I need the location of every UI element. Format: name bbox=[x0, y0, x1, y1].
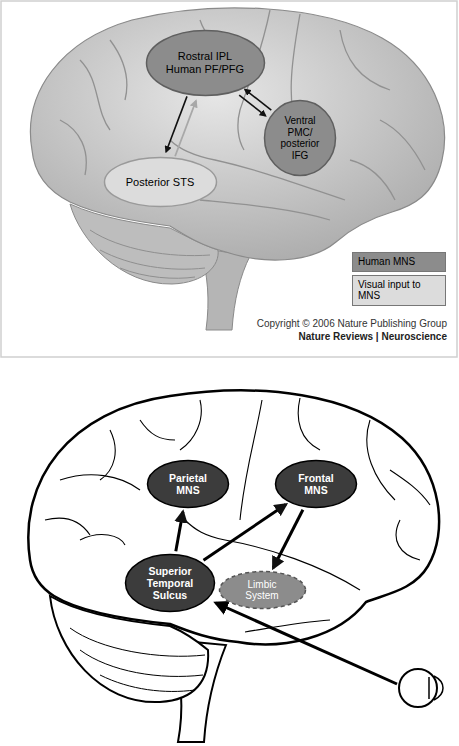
node-text-box: Frontal MNS bbox=[286, 472, 346, 496]
connector-arrow bbox=[204, 505, 286, 561]
copyright-note: Copyright © 2006 Nature Publishing Group bbox=[257, 318, 447, 329]
cerebrum bbox=[28, 390, 439, 644]
visual-input-region: Posterior STS bbox=[103, 156, 218, 208]
connector-arrow bbox=[245, 89, 271, 110]
node-label: Parietal MNS bbox=[158, 472, 218, 496]
mns-region: Ventral PMC/ posterior IFG bbox=[263, 99, 337, 177]
visual-input-arrow bbox=[216, 603, 397, 684]
ellipse-shape bbox=[104, 158, 216, 207]
legend-text: Human MNS bbox=[358, 256, 440, 268]
ellipse-shape bbox=[146, 31, 264, 96]
shaded-brain bbox=[30, 8, 444, 330]
mns-region: Rostral IPL Human PF/PFG bbox=[145, 29, 266, 97]
outline-brain bbox=[28, 390, 443, 742]
connector-arrow bbox=[175, 101, 196, 157]
ellipse-shape bbox=[126, 555, 215, 612]
legend-swatch: Human MNS bbox=[352, 252, 446, 272]
cerebrum bbox=[30, 8, 444, 260]
node-label: Rostral IPL Human PF/PFG bbox=[161, 50, 248, 75]
ellipse-shape bbox=[265, 101, 336, 176]
ellipse-shape bbox=[219, 572, 305, 609]
node-label: Frontal MNS bbox=[286, 472, 346, 496]
legend-swatch: Visual input to MNS bbox=[352, 275, 446, 306]
sulci bbox=[45, 398, 430, 632]
sulci bbox=[60, 10, 425, 220]
limbic-region: Limbic System bbox=[218, 570, 307, 610]
node-text-box: Parietal MNS bbox=[158, 472, 218, 496]
connector-arrow bbox=[176, 512, 183, 551]
connector-arrow bbox=[239, 95, 265, 116]
node-label: Limbic System bbox=[230, 579, 294, 602]
ellipse-shape bbox=[276, 461, 357, 508]
sts-region: Superior Temporal Sulcus bbox=[124, 553, 216, 613]
cerebellum-folds bbox=[70, 628, 205, 691]
node-text-box: Ventral PMC/ posterior IFG bbox=[273, 115, 326, 161]
mns-region: Parietal MNS bbox=[146, 459, 230, 509]
copyright-note: Nature Reviews | Neuroscience bbox=[299, 331, 447, 342]
eye-cornea bbox=[434, 676, 443, 700]
ellipse-shape bbox=[148, 461, 229, 508]
eye-lens bbox=[428, 677, 430, 699]
node-text-box: Posterior STS bbox=[119, 176, 202, 189]
node-text-box: Rostral IPL Human PF/PFG bbox=[161, 50, 248, 75]
node-label: Posterior STS bbox=[119, 176, 202, 189]
eye bbox=[399, 669, 437, 707]
mns-region: Frontal MNS bbox=[274, 459, 358, 509]
legend-text: Visual input to MNS bbox=[358, 279, 440, 302]
node-label: Superior Temporal Sulcus bbox=[137, 565, 203, 601]
node-label: Ventral PMC/ posterior IFG bbox=[273, 115, 326, 161]
connector-arrow bbox=[166, 96, 187, 151]
node-text-box: Limbic System bbox=[230, 579, 294, 602]
connector-arrow bbox=[273, 510, 303, 568]
node-text-box: Superior Temporal Sulcus bbox=[137, 565, 203, 601]
panel-frame bbox=[1, 1, 457, 357]
